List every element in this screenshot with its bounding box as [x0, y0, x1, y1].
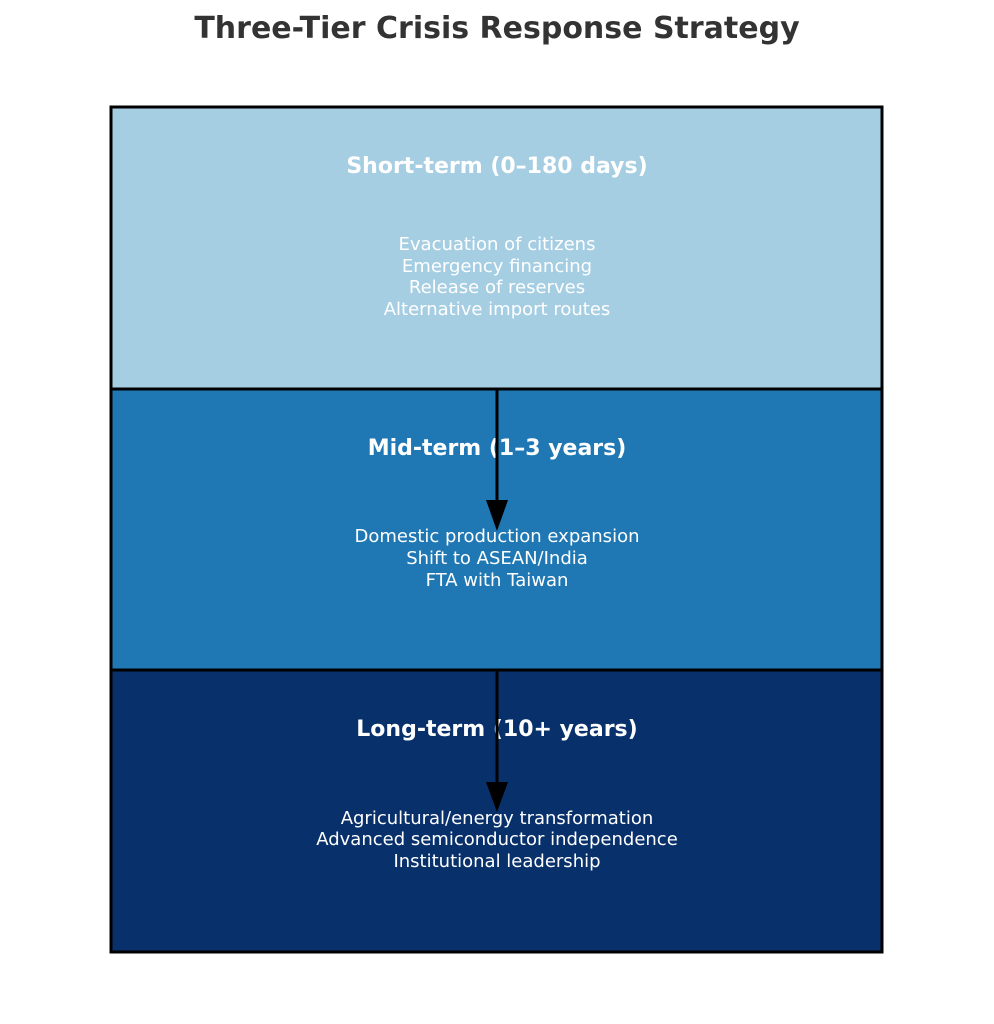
arrow-mid-to-long-head: [486, 782, 508, 812]
tier-short-term-item: Evacuation of citizens: [399, 234, 596, 255]
tier-short-term-item: Alternative import routes: [384, 299, 611, 320]
tier-short-term-title: Short-term (0–180 days): [346, 154, 647, 179]
arrow-short-to-mid: [486, 389, 508, 531]
tier-long-term: Long-term (10+ years) Agricultural/energ…: [109, 668, 884, 954]
tier-mid-term-item: Domestic production expansion: [355, 526, 640, 547]
diagram-title: Three-Tier Crisis Response Strategy: [194, 11, 800, 46]
tier-long-term-item: Agricultural/energy transformation: [341, 808, 654, 829]
tier-short-term: Short-term (0–180 days) Evacuation of ci…: [109, 105, 884, 391]
tier-long-term-item: Advanced semiconductor independence: [316, 829, 678, 850]
arrow-mid-to-long: [486, 670, 508, 812]
tier-mid-term-item: FTA with Taiwan: [426, 570, 569, 591]
arrow-short-to-mid-head: [486, 500, 508, 531]
tier-short-term-item: Release of reserves: [409, 277, 585, 298]
tier-short-term-item: Emergency financing: [402, 256, 592, 277]
tier-long-term-item: Institutional leadership: [393, 851, 600, 872]
tier-mid-term-item: Shift to ASEAN/India: [406, 548, 588, 569]
tier-short-term-box: [109, 105, 884, 391]
